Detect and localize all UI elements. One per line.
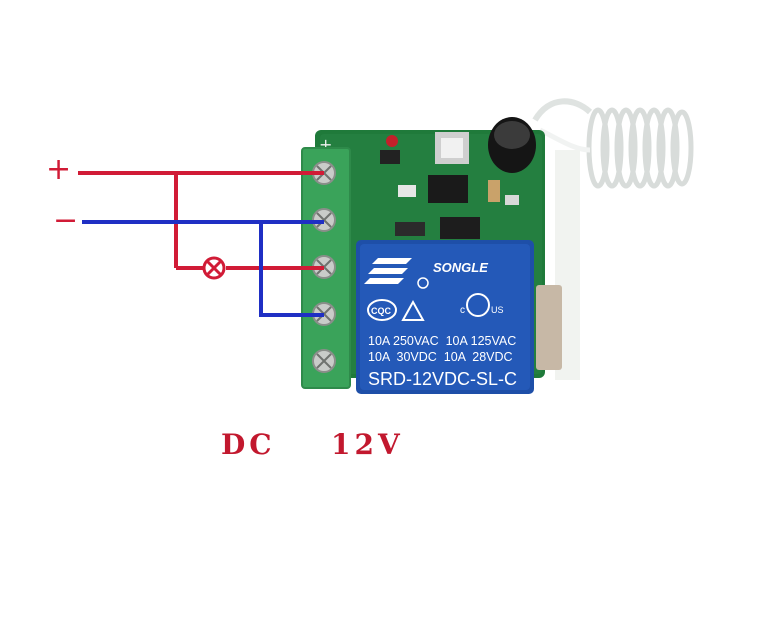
- plus-label: +: [46, 152, 72, 187]
- negative-relay-wire: [259, 222, 324, 317]
- cert-cqc: CQC: [371, 306, 392, 316]
- relay-brand: SONGLE: [433, 260, 488, 275]
- negative-wires: [82, 220, 324, 317]
- ul-mark-icon: [466, 293, 490, 317]
- relay-rating-line1: 10A 250VAC 10A 125VAC: [368, 334, 516, 348]
- antenna-coil: [532, 98, 694, 189]
- relay-model: SRD-12VDC-SL-C: [368, 369, 517, 389]
- songle-logo-icon: [364, 258, 412, 284]
- minus-label: −: [53, 203, 79, 238]
- lamp-symbol-icon: [202, 256, 226, 280]
- cert-c: c: [460, 305, 465, 316]
- warning-triangle-icon: [401, 299, 425, 321]
- cert-us: US: [491, 305, 504, 315]
- terminal-block: [301, 147, 351, 389]
- relay-rating-line2: 10A 30VDC 10A 28VDC: [368, 350, 513, 364]
- relay: SONGLE CQC c US 10A 250VAC 10A 125VAC 10…: [356, 240, 534, 394]
- caption-voltage: 12V: [331, 428, 404, 461]
- caption-dc: DC: [221, 428, 276, 461]
